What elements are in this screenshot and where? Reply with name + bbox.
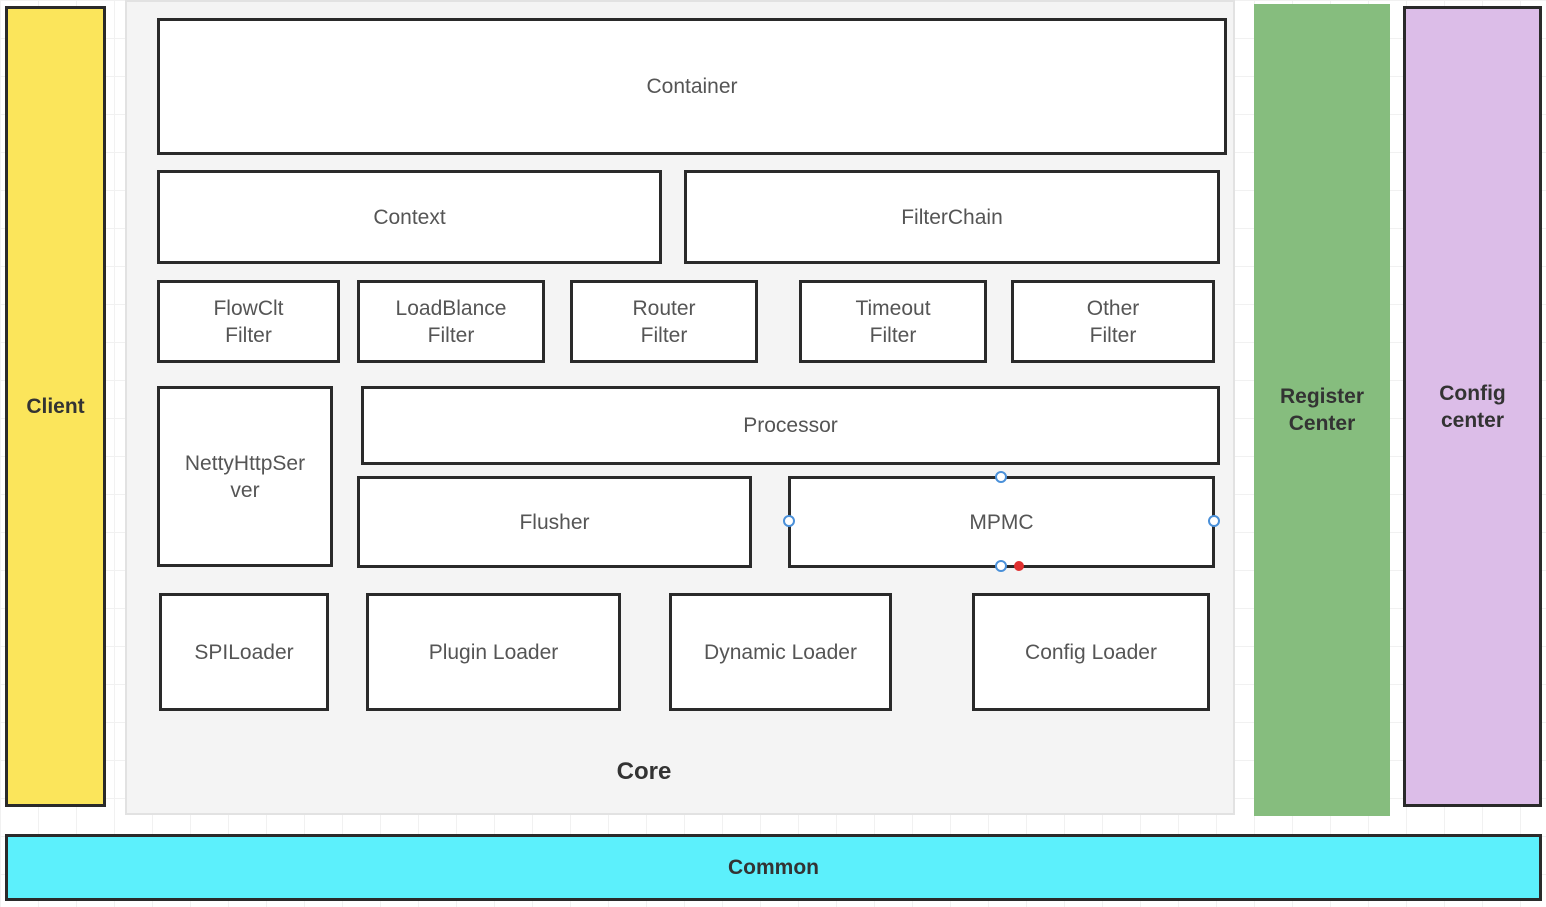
spi-loader-box[interactable]: SPILoader (159, 593, 329, 711)
timeout-filter-box[interactable]: Timeout Filter (799, 280, 987, 363)
filter-chain-box[interactable]: FilterChain (684, 170, 1220, 264)
register-center-label: Register Center (1279, 385, 1365, 435)
flowclt-filter-label: FlowClt Filter (213, 296, 284, 347)
spi-loader-label: SPILoader (194, 640, 294, 664)
flusher-label: Flusher (519, 510, 590, 534)
config-center-label: Config center (1439, 381, 1506, 432)
mpmc-handle-top[interactable] (995, 471, 1007, 483)
filter-chain-label: FilterChain (901, 205, 1003, 229)
router-filter-label: Router Filter (632, 296, 696, 347)
netty-http-server-box[interactable]: NettyHttpSer ver (157, 386, 333, 567)
container-label: Container (646, 75, 738, 98)
mpmc-box[interactable]: MPMC (788, 476, 1215, 568)
config-loader-box[interactable]: Config Loader (972, 593, 1210, 711)
client-block[interactable]: Client (5, 6, 106, 807)
timeout-filter-label: Timeout Filter (855, 296, 931, 347)
common-label: Common (728, 856, 819, 879)
processor-box[interactable]: Processor (361, 386, 1220, 465)
dynamic-loader-box[interactable]: Dynamic Loader (669, 593, 892, 711)
mpmc-handle-bottom[interactable] (995, 560, 1007, 572)
context-label: Context (373, 205, 446, 229)
plugin-loader-label: Plugin Loader (428, 640, 559, 664)
container-box[interactable]: Container (157, 18, 1227, 155)
mpmc-handle-left[interactable] (783, 515, 795, 527)
netty-http-server-label: NettyHttpSer ver (184, 451, 306, 502)
mpmc-label: MPMC (969, 510, 1034, 534)
mpmc-handle-right[interactable] (1208, 515, 1220, 527)
loadbalance-filter-box[interactable]: LoadBlance Filter (357, 280, 545, 363)
common-block[interactable]: Common (5, 834, 1542, 901)
config-center-block[interactable]: Config center (1403, 6, 1542, 807)
processor-label: Processor (743, 414, 838, 437)
core-label: Core (616, 758, 672, 785)
plugin-loader-box[interactable]: Plugin Loader (366, 593, 621, 711)
loadbalance-filter-label: LoadBlance Filter (395, 296, 507, 347)
router-filter-box[interactable]: Router Filter (570, 280, 758, 363)
register-center-block[interactable]: Register Center (1254, 4, 1390, 816)
other-filter-box[interactable]: Other Filter (1011, 280, 1215, 363)
context-box[interactable]: Context (157, 170, 662, 264)
dynamic-loader-label: Dynamic Loader (704, 640, 857, 664)
mpmc-handle-connector[interactable] (1014, 561, 1024, 571)
other-filter-label: Other Filter (1086, 296, 1140, 347)
flusher-box[interactable]: Flusher (357, 476, 752, 568)
config-loader-label: Config Loader (1025, 640, 1157, 664)
client-label: Client (26, 395, 85, 418)
flowclt-filter-box[interactable]: FlowClt Filter (157, 280, 340, 363)
